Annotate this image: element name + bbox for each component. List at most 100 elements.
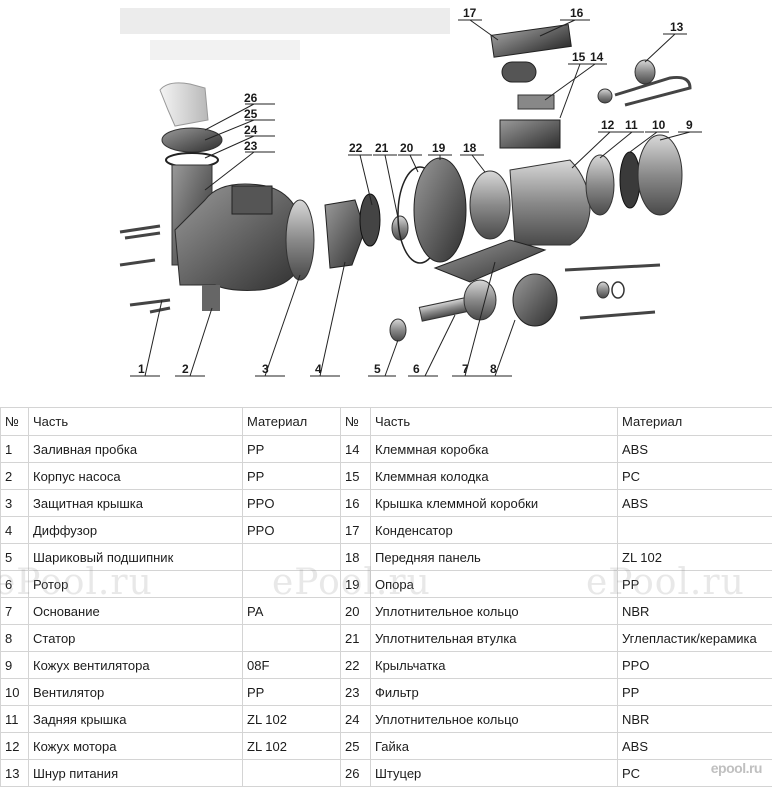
- cell-part: Статор: [29, 625, 243, 652]
- protective-cover-3: [286, 200, 314, 280]
- terminal-cover-16: [491, 25, 571, 58]
- cell-material-2: [618, 517, 772, 544]
- cell-num-2: 16: [341, 490, 371, 517]
- callout-4: 4: [315, 362, 322, 376]
- cell-part-2: Гайка: [371, 733, 618, 760]
- cell-num-2: 15: [341, 463, 371, 490]
- cell-part: Корпус насоса: [29, 463, 243, 490]
- cell-num: 7: [1, 598, 29, 625]
- callout-12: 12: [601, 118, 615, 132]
- callout-24: 24: [244, 123, 258, 137]
- cell-material-2: ABS: [618, 733, 772, 760]
- motor-housing-12: [510, 160, 590, 245]
- cell-part: Заливная пробка: [29, 436, 243, 463]
- cell-num-2: 17: [341, 517, 371, 544]
- cell-num: 11: [1, 706, 29, 733]
- diffuser-4: [325, 200, 365, 268]
- exploded-pump-diagram: 1 2 3 4 5 6 7 8 9 10 11 12 13 14 15 16 1…: [0, 0, 772, 395]
- callout-1: 1: [138, 362, 145, 376]
- cell-part: Диффузор: [29, 517, 243, 544]
- cell-part: Кожух вентилятора: [29, 652, 243, 679]
- callout-20: 20: [400, 141, 414, 155]
- cell-num-2: 20: [341, 598, 371, 625]
- cell-part-2: Фильтр: [371, 679, 618, 706]
- cell-num: 10: [1, 679, 29, 706]
- cell-part: Шнур питания: [29, 760, 243, 787]
- cell-material: ZL 102: [243, 706, 341, 733]
- cell-part: Основание: [29, 598, 243, 625]
- cord-gland: [635, 60, 655, 84]
- cell-material: [243, 571, 341, 598]
- callout-15: 15: [572, 50, 586, 64]
- header-num: №: [1, 408, 29, 436]
- fan-10: [620, 152, 640, 208]
- callout-22: 22: [349, 141, 363, 155]
- cell-part-2: Уплотнительное кольцо: [371, 598, 618, 625]
- cell-material: PP: [243, 436, 341, 463]
- cell-num: 12: [1, 733, 29, 760]
- callout-7: 7: [462, 362, 469, 376]
- cell-material-2: NBR: [618, 598, 772, 625]
- bearing-5: [390, 319, 406, 341]
- header-part-2: Часть: [371, 408, 618, 436]
- callout-9: 9: [686, 118, 693, 132]
- cell-part-2: Клеммная колодка: [371, 463, 618, 490]
- cell-material: [243, 544, 341, 571]
- cell-num-2: 18: [341, 544, 371, 571]
- cell-part-2: Конденсатор: [371, 517, 618, 544]
- cell-material-2: PP: [618, 679, 772, 706]
- cell-part: Вентилятор: [29, 679, 243, 706]
- stator-8: [513, 274, 557, 326]
- cell-material: PP: [243, 679, 341, 706]
- cell-material-2: Углепластик/керамика: [618, 625, 772, 652]
- pump-diagram-svg: 1 2 3 4 5 6 7 8 9 10 11 12 13 14 15 16 1…: [0, 0, 772, 395]
- cell-part: Задняя крышка: [29, 706, 243, 733]
- washer: [597, 282, 609, 298]
- cell-material: PP: [243, 463, 341, 490]
- cell-part-2: Штуцер: [371, 760, 618, 787]
- callout-26: 26: [244, 91, 258, 105]
- front-panel-18: [470, 171, 510, 239]
- callout-2: 2: [182, 362, 189, 376]
- cell-part: Защитная крышка: [29, 490, 243, 517]
- cell-material: ZL 102: [243, 733, 341, 760]
- callout-11: 11: [625, 118, 638, 132]
- cell-num-2: 25: [341, 733, 371, 760]
- back-cover-11: [586, 155, 614, 215]
- callout-18: 18: [463, 141, 477, 155]
- cell-part: Кожух мотора: [29, 733, 243, 760]
- cell-part: Шариковый подшипник: [29, 544, 243, 571]
- support-19: [414, 158, 466, 262]
- nut-25: [162, 128, 222, 152]
- cell-num-2: 14: [341, 436, 371, 463]
- cell-part-2: Клеммная коробка: [371, 436, 618, 463]
- cell-num: 4: [1, 517, 29, 544]
- cell-material-2: PP: [618, 571, 772, 598]
- fan-cover-9: [638, 135, 682, 215]
- power-cord-13: [615, 77, 690, 105]
- callout-17: 17: [463, 6, 477, 20]
- capacitor-17: [502, 62, 536, 82]
- cell-num: 8: [1, 625, 29, 652]
- cell-material: PPO: [243, 490, 341, 517]
- cell-material: 08F: [243, 652, 341, 679]
- cell-part: Ротор: [29, 571, 243, 598]
- cell-material-2: ZL 102: [618, 544, 772, 571]
- rotor-core: [464, 280, 496, 320]
- cell-num-2: 24: [341, 706, 371, 733]
- header-material: Материал: [243, 408, 341, 436]
- cell-material-2: ABS: [618, 490, 772, 517]
- callout-25: 25: [244, 107, 258, 121]
- cell-num: 3: [1, 490, 29, 517]
- faded-background-2: [150, 40, 300, 60]
- cell-material-2: ABS: [618, 436, 772, 463]
- cell-num-2: 26: [341, 760, 371, 787]
